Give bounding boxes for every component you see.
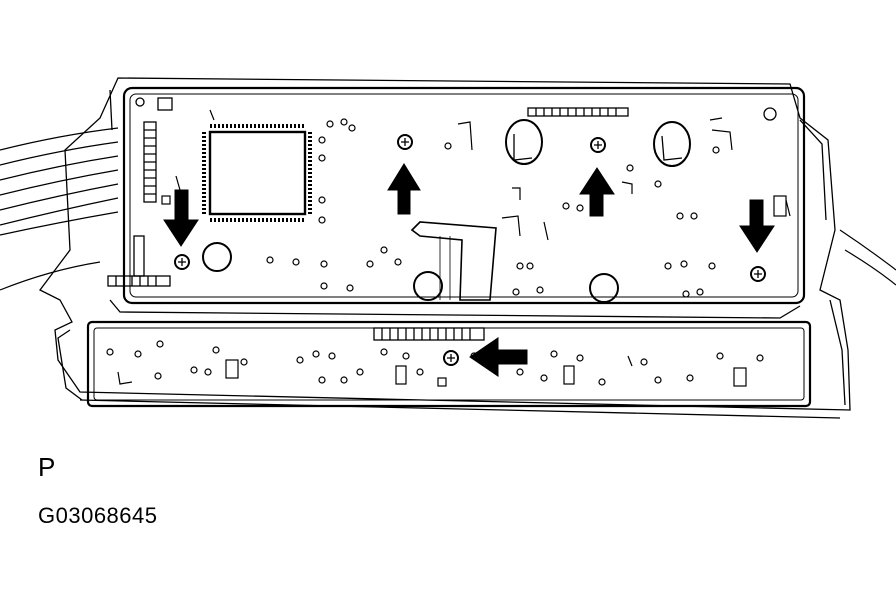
lower-circuit-board bbox=[86, 320, 812, 408]
flex-cable bbox=[410, 221, 497, 301]
arrow-up-right bbox=[579, 167, 615, 217]
view-label: P bbox=[38, 452, 56, 482]
wire-harness bbox=[0, 127, 896, 291]
upper-circuit-board bbox=[107, 86, 806, 305]
circuit-board-diagram bbox=[0, 77, 896, 419]
indicator-arrows-upper bbox=[163, 163, 775, 253]
screws bbox=[174, 134, 766, 282]
housing-outline bbox=[39, 77, 851, 419]
arrow-down-right bbox=[739, 199, 775, 253]
arrow-left-lower bbox=[469, 337, 528, 377]
lower-components bbox=[106, 340, 764, 387]
figure-code: G03068645 bbox=[38, 503, 158, 528]
arrow-down-left bbox=[163, 189, 199, 247]
arrow-up-center bbox=[387, 163, 421, 215]
potentiometers bbox=[202, 119, 691, 303]
small-components bbox=[161, 109, 791, 298]
